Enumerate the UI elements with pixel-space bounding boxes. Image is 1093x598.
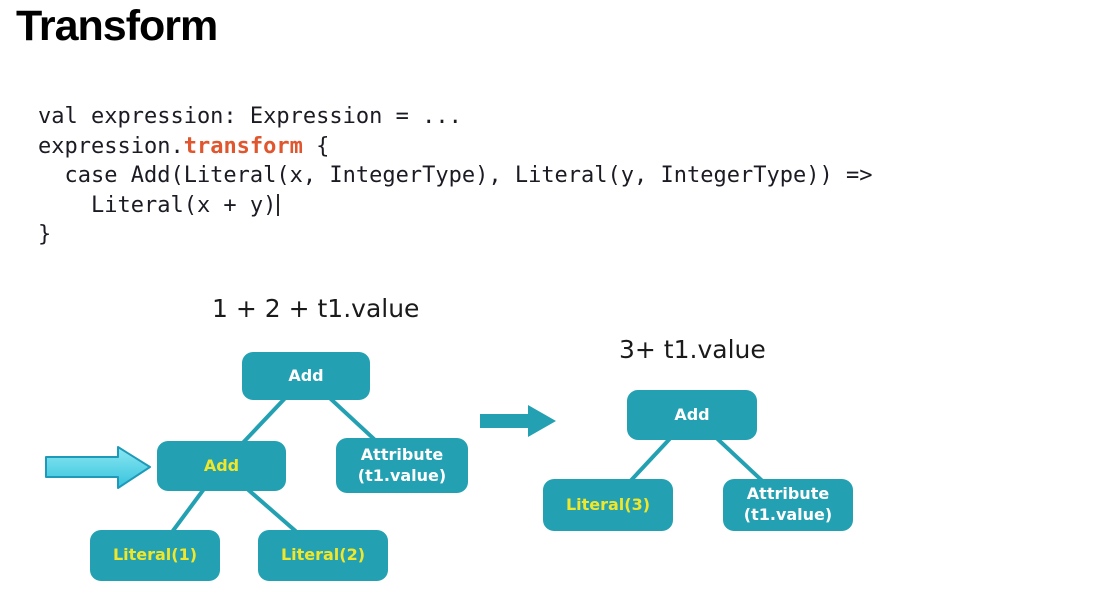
tree-node-label: Literal(3) <box>565 494 651 514</box>
tree-node-label: Add <box>288 365 324 385</box>
tree-node-after-root: Add <box>627 390 757 440</box>
code-line: val expression: Expression = ... <box>38 102 872 132</box>
page-title: Transform <box>16 2 218 50</box>
code-token: expression. <box>38 133 184 159</box>
tree-node-sublabel: (t1.value) <box>357 465 447 485</box>
tree-node-label: Add <box>674 404 710 424</box>
transform-arrow-icon <box>480 405 556 437</box>
code-token: Literal(x + y) <box>38 192 277 218</box>
code-token: case Add(Literal(x, IntegerType), Litera… <box>38 163 873 188</box>
code-accent-token: transform <box>183 133 303 159</box>
code-line: case Add(Literal(x, IntegerType), Litera… <box>38 161 872 191</box>
tree-node-label: Literal(1) <box>112 545 198 565</box>
tree-node-after-attribute: Attribute (t1.value) <box>723 479 853 531</box>
tree-node-label: Add <box>203 455 240 475</box>
tree-node-before-attribute: Attribute (t1.value) <box>336 438 468 493</box>
highlight-arrow-icon <box>45 446 151 489</box>
tree-node-after-literal3: Literal(3) <box>543 479 673 531</box>
code-line: } <box>38 220 872 250</box>
tree-node-sublabel: (t1.value) <box>743 505 833 524</box>
tree-node-label: Attribute <box>746 484 830 504</box>
tree-node-before-root: Add <box>242 352 370 400</box>
code-token: } <box>38 222 52 247</box>
tree-node-label: Attribute <box>360 444 444 464</box>
code-token: val expression: Expression = ... <box>38 104 462 129</box>
expression-label-before: 1 + 2 + t1.value <box>212 294 420 323</box>
tree-node-before-literal2: Literal(2) <box>258 530 388 581</box>
code-line: Literal(x + y) <box>38 191 872 221</box>
tree-node-label: Literal(2) <box>280 545 366 565</box>
tree-node-before-literal1: Literal(1) <box>90 530 220 581</box>
tree-node-before-add: Add <box>157 441 286 491</box>
expression-label-after: 3+ t1.value <box>619 335 766 364</box>
code-token: { <box>302 133 330 159</box>
code-block: val expression: Expression = ... expressi… <box>38 102 872 250</box>
code-line: expression.transform { <box>38 132 872 162</box>
text-cursor <box>277 193 280 216</box>
